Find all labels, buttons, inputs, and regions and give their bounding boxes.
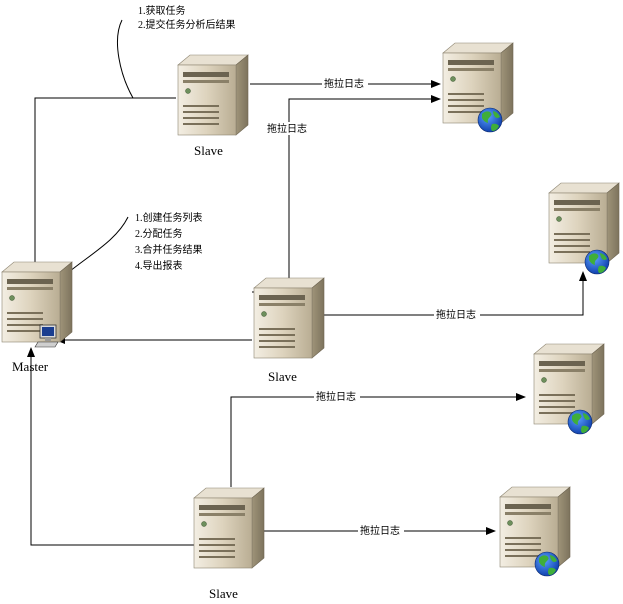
slave-bottom-server-icon — [193, 487, 265, 569]
globe-icon — [477, 107, 503, 133]
web-server-1-icon — [442, 42, 514, 124]
slave-task-note: 1.获取任务 2.提交任务分析后结果 — [138, 4, 236, 31]
slave-task-2: 2.提交任务分析后结果 — [138, 18, 236, 31]
edge-label-1: 拖拉日志 — [324, 77, 364, 90]
master-task-note: 1.创建任务列表 2.分配任务 3.合并任务结果 4.导出报表 — [135, 211, 203, 272]
slave-top-server-icon — [177, 54, 249, 136]
globe-icon — [567, 409, 593, 435]
master-label: Master — [12, 359, 49, 374]
edge-slave-bottom-to-web3 — [230, 393, 526, 487]
edge-labels: 拖拉日志 拖拉日志 拖拉日志 拖拉日志 拖拉日志 — [265, 77, 480, 537]
edge-label-2: 拖拉日志 — [267, 122, 307, 135]
slave-bottom-label: Slave — [209, 586, 238, 601]
edge-label-4: 拖拉日志 — [316, 390, 356, 403]
master-task-4: 4.导出报表 — [135, 259, 183, 272]
callout-slave-top — [117, 19, 134, 99]
globe-icon — [584, 249, 610, 275]
web-server-3-icon — [533, 343, 605, 425]
globe-icon — [534, 551, 560, 577]
slave-top-label: Slave — [194, 143, 223, 158]
master-task-2: 2.分配任务 — [135, 227, 183, 240]
edge-label-3: 拖拉日志 — [436, 308, 476, 321]
edge-slave-top-to-master — [31, 97, 176, 307]
web-server-4-icon — [499, 486, 571, 568]
master-task-1: 1.创建任务列表 — [135, 211, 203, 224]
web-server-2-icon — [548, 182, 620, 264]
workstation-icon — [34, 324, 59, 348]
slave-task-1: 1.获取任务 — [138, 4, 186, 17]
slave-mid-label: Slave — [268, 369, 297, 384]
edge-label-5: 拖拉日志 — [360, 524, 400, 537]
master-server-icon — [1, 261, 73, 343]
edge-slave-bottom-to-master — [27, 347, 194, 546]
master-task-3: 3.合并任务结果 — [135, 243, 203, 256]
slave-mid-server-icon — [253, 277, 325, 359]
